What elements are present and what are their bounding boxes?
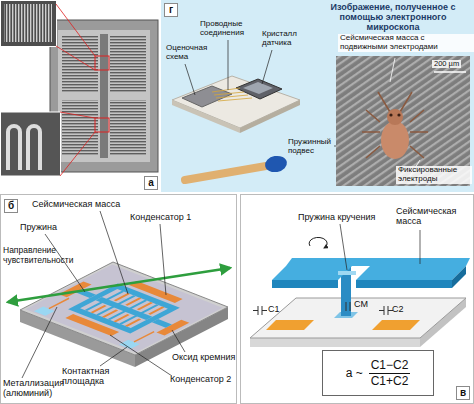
callout-label: Кристалл датчика (262, 30, 308, 48)
part-label: Сейсмическая масса (396, 206, 472, 226)
insect-legs (362, 92, 428, 158)
zoom-frame (95, 118, 109, 132)
substrate-side (250, 338, 420, 347)
panel-letter: в (456, 386, 470, 400)
capacitor-electrode (65, 314, 119, 336)
formula-text: a ~ (346, 366, 363, 380)
electrode-c2 (372, 320, 420, 330)
panel-frame (241, 195, 474, 404)
leader-lines (340, 224, 420, 270)
mass-frame (286, 258, 470, 266)
panel-heading: Изображение, полученное с помощью электр… (314, 2, 472, 32)
callout-label: Оценочная схема (166, 44, 212, 62)
sensor-structure (243, 82, 273, 94)
substrate-top (250, 298, 466, 338)
central-spine (100, 34, 108, 158)
scale-label: 200 µm (432, 60, 461, 68)
leader-lines (390, 58, 420, 176)
capacitor-name: C2 (392, 304, 404, 314)
fraction-denominator: C1+C2 (369, 374, 411, 388)
part-label: Металлизация (алюминий) (3, 378, 71, 398)
callout-label: Проводные соединения (200, 20, 262, 38)
scale-bar (434, 71, 466, 73)
panel-letter: а (144, 176, 158, 190)
comb-structure (62, 100, 98, 156)
fraction-numerator: C1−C2 (369, 358, 411, 373)
capacitor-name: CM (354, 299, 368, 309)
panel-letter: б (4, 199, 18, 213)
fraction: C1−C2C1+C2 (369, 358, 411, 388)
mass-side (452, 266, 466, 288)
chip-cavity (58, 30, 150, 162)
metal-trace (49, 298, 154, 342)
insect-eye (389, 113, 392, 116)
capacitor-electrode (129, 281, 183, 303)
sem-inset (1, 112, 61, 176)
part-label: Конденсатор 2 (170, 374, 231, 384)
comb-structure (110, 36, 146, 92)
panel-frame (1, 195, 237, 404)
sensor-structure (25, 265, 222, 353)
panel-letter-text: б (8, 201, 14, 211)
panel-letter-text: г (169, 5, 173, 15)
rotation-symbol (309, 237, 327, 248)
torsion-spring (338, 271, 356, 275)
insect-head (387, 109, 403, 125)
zoom-frame (95, 56, 109, 70)
callout-label: Фиксированные электроды (396, 166, 472, 184)
evaluation-die (182, 86, 232, 107)
insect-body (381, 121, 409, 159)
sensor-die (236, 79, 282, 99)
seismic-mass (356, 266, 466, 280)
part-label: Конденсатор 1 (130, 212, 191, 222)
fixed-fingers (90, 293, 164, 327)
spring-loops (8, 126, 40, 170)
moving-fingers (85, 291, 159, 325)
capacitor-symbol (253, 302, 350, 315)
insect-eye (397, 113, 400, 116)
comb-structure (110, 100, 146, 156)
zoom-lines (56, 4, 95, 176)
panel-letter: г (164, 3, 178, 17)
capacitor-symbol (379, 306, 393, 315)
formula-box: a ~ C1−C2C1+C2 (322, 350, 434, 396)
oxide-layer (25, 265, 222, 353)
panel-letter-text: а (148, 178, 154, 188)
match-stick (185, 166, 266, 180)
callout-label: Сейсмическая масса с подвижными электрод… (338, 34, 474, 52)
part-label: Оксид кремния (172, 352, 235, 362)
leader-lines (185, 40, 362, 146)
leader-lines (22, 211, 185, 378)
sem-inset (1, 1, 57, 47)
capacitor-name: C1 (268, 304, 280, 314)
substrate-top (20, 262, 228, 355)
comb-structure (4, 4, 52, 42)
chip-die (50, 20, 158, 172)
mass-side (272, 280, 338, 288)
part-label: Контактная площадка (62, 366, 122, 386)
part-label: Пружина (20, 222, 57, 232)
match-head (264, 154, 288, 174)
callout-label: Пружинный подвес (288, 138, 336, 156)
panel-letter-text: в (460, 388, 466, 398)
comb-structure (62, 36, 98, 92)
part-label: Сейсмическая масса (32, 199, 120, 209)
bond-wires (212, 88, 252, 101)
direction-label: Направление чувствительности (3, 246, 85, 265)
sensitivity-arrow (8, 268, 230, 302)
part-label: Пружина кручения (298, 212, 375, 222)
mass-side (356, 280, 452, 288)
electrode-c1 (266, 320, 314, 330)
panel-background (161, 0, 474, 192)
board-edge (240, 100, 300, 133)
